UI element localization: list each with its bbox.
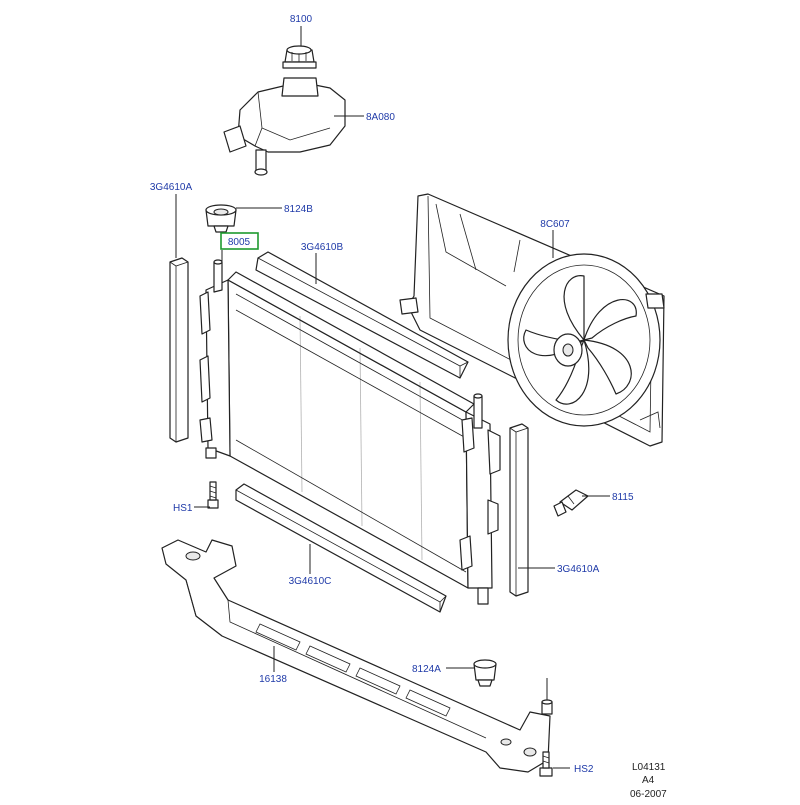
callout-3g4610a-right: 3G4610A: [557, 564, 600, 575]
callout-hs2: HS2: [574, 764, 594, 775]
bolt-hs1: [207, 481, 219, 509]
radiator: [199, 259, 501, 605]
highlight-box-8005: [220, 232, 259, 250]
callout-8a080: 8A080: [366, 112, 395, 123]
callout-8115: 8115: [612, 492, 634, 503]
expansion-tank-cap: [282, 45, 317, 69]
callout-3g4610b: 3G4610B: [301, 242, 344, 253]
top-foam-strip: [255, 251, 469, 379]
upper-rubber-mount: [205, 204, 237, 233]
callout-8124b: 8124B: [284, 204, 313, 215]
leader-lines: [175, 26, 610, 769]
bolt-hs2: [539, 751, 553, 777]
callout-8005: 8005: [228, 237, 251, 248]
callout-8c607: 8C607: [540, 219, 570, 230]
bottom-foam-strip: [235, 483, 447, 613]
drawing-date: 06-2007: [630, 789, 667, 800]
drain-plug: [553, 489, 589, 517]
callout-16138: 16138: [259, 674, 287, 685]
expansion-tank: [223, 77, 346, 176]
callout-3g4610a-left: 3G4610A: [150, 182, 193, 193]
left-foam-strip: [169, 257, 189, 443]
callout-3g4610c: 3G4610C: [289, 576, 332, 587]
drawing-sheet-size: A4: [642, 775, 655, 786]
fan-shroud: [399, 193, 665, 447]
callout-hs1: HS1: [173, 503, 193, 514]
callout-8124a: 8124A: [412, 664, 441, 675]
lower-crossmember: [161, 539, 551, 773]
drawing-code: L04131: [632, 762, 666, 773]
crossmember-locating-pin: [541, 699, 553, 715]
right-foam-strip: [509, 423, 529, 597]
lower-rubber-mount: [473, 659, 497, 687]
callout-8100: 8100: [290, 14, 313, 25]
